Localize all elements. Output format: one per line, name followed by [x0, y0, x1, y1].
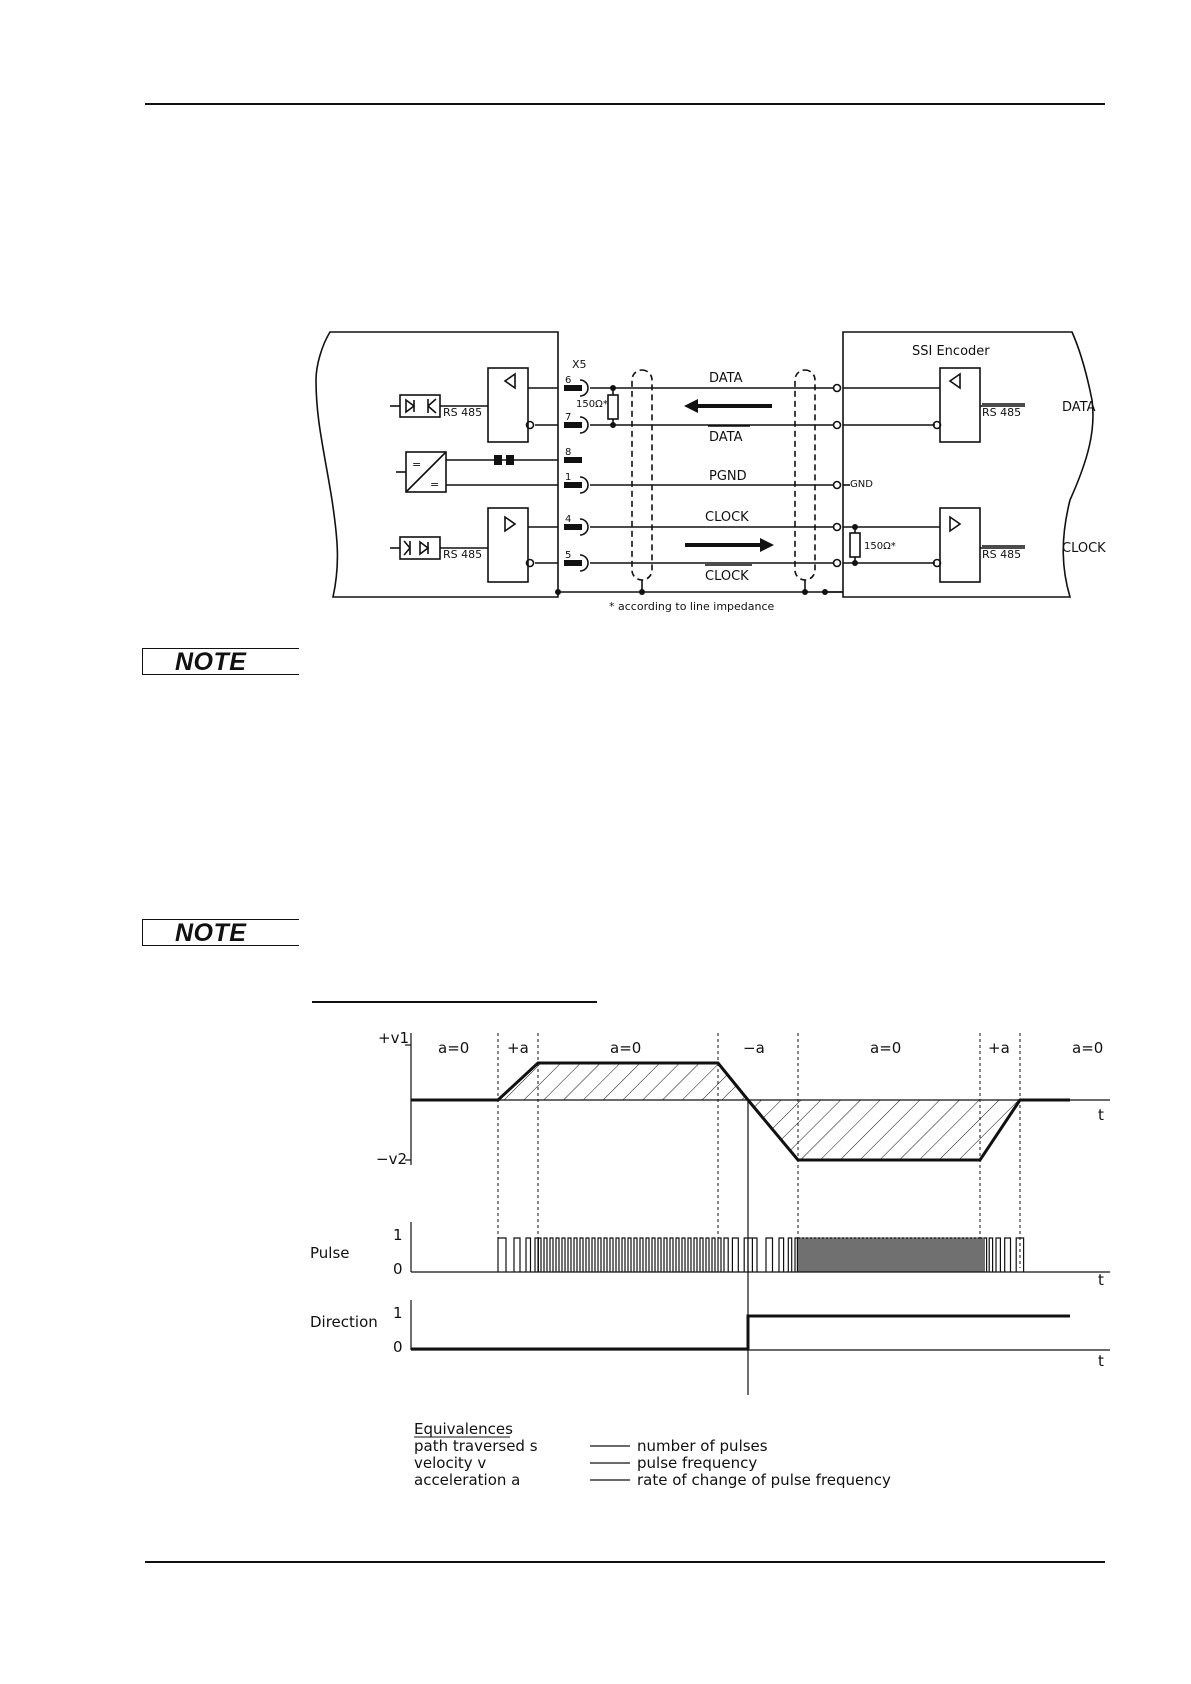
clock-label: CLOCK: [705, 510, 749, 525]
encoder-title: SSI Encoder: [912, 344, 990, 359]
phase-label: −a: [743, 1039, 765, 1057]
phase-label: a=0: [1072, 1039, 1103, 1057]
direction-one-label: 1: [393, 1304, 403, 1322]
phase-label: a=0: [870, 1039, 901, 1057]
note-box-2: NOTE: [142, 919, 299, 947]
resistor-left-label: 150Ω*: [576, 399, 608, 410]
equivalences-heading: Equivalences: [414, 1420, 513, 1438]
pulse-one-label: 1: [393, 1226, 403, 1244]
data-label: DATA: [709, 371, 743, 386]
pin-5: 5: [565, 550, 571, 561]
phase-label: a=0: [610, 1039, 641, 1057]
data-bar-label: DATA: [709, 430, 743, 445]
pulse-zero-label: 0: [393, 1260, 403, 1278]
pulse-label: Pulse: [310, 1244, 350, 1262]
resistor-right-label: 150Ω*: [864, 541, 896, 552]
equivalence-left: path traversed s: [414, 1437, 538, 1455]
rs485-label: RS 485: [443, 406, 482, 419]
phase-label: +a: [507, 1039, 529, 1057]
pin-4: 4: [565, 514, 571, 525]
velocity-pos-label: +v1: [378, 1029, 409, 1047]
clock-bar-label: CLOCK: [705, 569, 749, 584]
equivalence-right: pulse frequency: [637, 1454, 757, 1472]
equivalence-right: number of pulses: [637, 1437, 768, 1455]
pulse-train: [497, 1237, 1025, 1272]
pin-8: 8: [565, 447, 571, 458]
rs485-label: RS 485: [443, 548, 482, 561]
pulse-edges: [497, 1237, 1025, 1272]
equivalence-left: acceleration a: [414, 1471, 520, 1489]
note-label: NOTE: [175, 648, 247, 676]
connector-label: X5: [572, 358, 587, 371]
equivalence-right: rate of change of pulse frequency: [637, 1471, 891, 1489]
gnd-label: GND: [850, 479, 873, 490]
equivalence-left: velocity v: [414, 1454, 486, 1472]
ext-clock-label: CLOCK: [1062, 541, 1106, 556]
svg-text:=: =: [412, 458, 421, 471]
time-axis-label: t: [1098, 1271, 1104, 1289]
phase-label: a=0: [438, 1039, 469, 1057]
time-axis-label: t: [1098, 1106, 1104, 1124]
pin-6: 6: [565, 375, 571, 386]
time-axis-label: t: [1098, 1352, 1104, 1370]
ext-data-label: DATA: [1062, 400, 1096, 415]
footnote: * according to line impedance: [609, 600, 775, 613]
note-box-1: NOTE: [142, 648, 299, 676]
pgnd-label: PGND: [709, 469, 747, 484]
direction-zero-label: 0: [393, 1338, 403, 1356]
rs485-label: RS 485: [982, 406, 1021, 419]
velocity-neg-label: −v2: [376, 1150, 407, 1168]
phase-label: +a: [988, 1039, 1010, 1057]
direction-label: Direction: [310, 1313, 378, 1331]
footer-rule: [145, 1561, 1105, 1563]
note-label: NOTE: [175, 919, 247, 947]
section-rule: [312, 1001, 597, 1003]
pin-7: 7: [565, 412, 571, 423]
header-rule: [145, 103, 1105, 105]
pin-1: 1: [565, 472, 571, 483]
rs485-label: RS 485: [982, 548, 1021, 561]
svg-text:=: =: [430, 478, 439, 491]
